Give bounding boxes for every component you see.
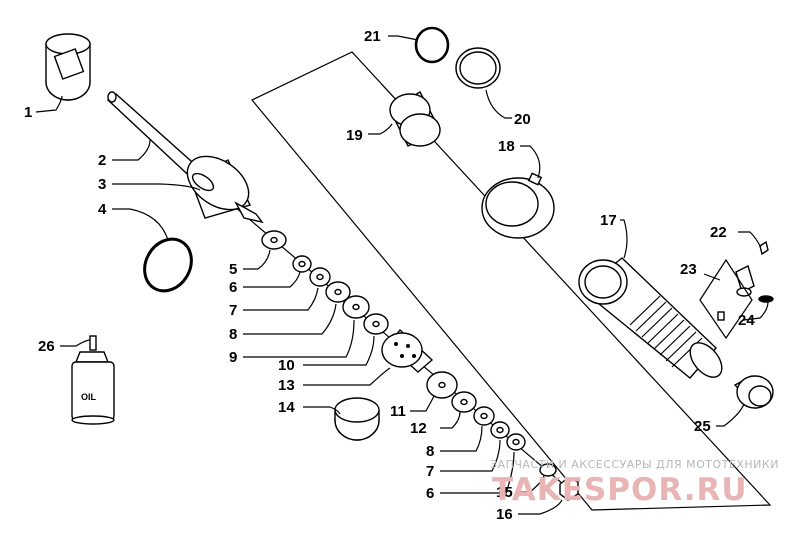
part-spring-collar (481, 172, 555, 239)
callout-20: 20 (514, 111, 531, 128)
part-damper-body (578, 257, 723, 379)
part-band-20 (455, 47, 501, 89)
part-o-ring-21 (414, 26, 450, 64)
callout-5: 5 (229, 261, 237, 278)
part-shim-washers-lower (426, 371, 526, 451)
callout-8: 8 (229, 326, 237, 343)
callout-4: 4 (98, 201, 107, 218)
callout-22: 22 (710, 224, 727, 241)
callout-13: 13 (278, 377, 295, 394)
callout-25: 25 (694, 418, 711, 435)
callout-7b: 7 (426, 463, 434, 480)
part-valve-assembly (699, 240, 774, 340)
callout-15: 15 (496, 484, 513, 501)
callout-24: 24 (738, 312, 755, 329)
callout-23: 23 (680, 261, 697, 278)
part-rod-end-bushing (45, 33, 91, 101)
watermark-logo: TAKESPOR.RU (492, 472, 748, 508)
part-piston-rod (106, 91, 264, 224)
part-o-ring-4 (143, 237, 193, 293)
callout-17: 17 (600, 212, 617, 229)
callout-11: 11 (390, 403, 406, 420)
callout-6: 6 (229, 279, 237, 296)
part-piston (381, 328, 434, 373)
part-eye-bushing (733, 375, 774, 409)
callout-10: 10 (278, 357, 295, 374)
part-piston-band (334, 397, 380, 441)
oil-label: OIL (81, 392, 97, 402)
callout-1: 1 (24, 104, 32, 121)
watermark-subtitle: ЗАПЧАСТИ И АКСЕССУАРЫ ДЛЯ МОТОТЕХНИКИ (490, 458, 779, 471)
callout-6b: 6 (426, 485, 434, 502)
callout-labels: 1 2 3 4 5 6 7 8 9 10 13 14 11 12 8 7 6 1… (24, 28, 755, 523)
watermark: ЗАПЧАСТИ И АКСЕССУАРЫ ДЛЯ МОТОТЕХНИКИ TA… (490, 458, 779, 508)
assembly-frame (251, 51, 772, 511)
callout-16: 16 (496, 506, 513, 523)
callout-26: 26 (38, 338, 55, 355)
leader-lines (35, 35, 769, 515)
callout-12: 12 (410, 420, 427, 437)
callout-18: 18 (498, 138, 515, 155)
callout-8b: 8 (426, 443, 434, 460)
callout-3: 3 (98, 176, 106, 193)
part-seal-head (389, 91, 441, 147)
callout-21: 21 (364, 28, 381, 45)
callout-7: 7 (229, 302, 237, 319)
part-nut (539, 463, 579, 501)
callout-19: 19 (346, 127, 363, 144)
callout-2: 2 (98, 152, 106, 169)
part-oil-bottle: OIL (71, 335, 115, 425)
callout-9: 9 (229, 349, 237, 366)
part-shim-washers (261, 230, 389, 335)
callout-14: 14 (278, 399, 295, 416)
